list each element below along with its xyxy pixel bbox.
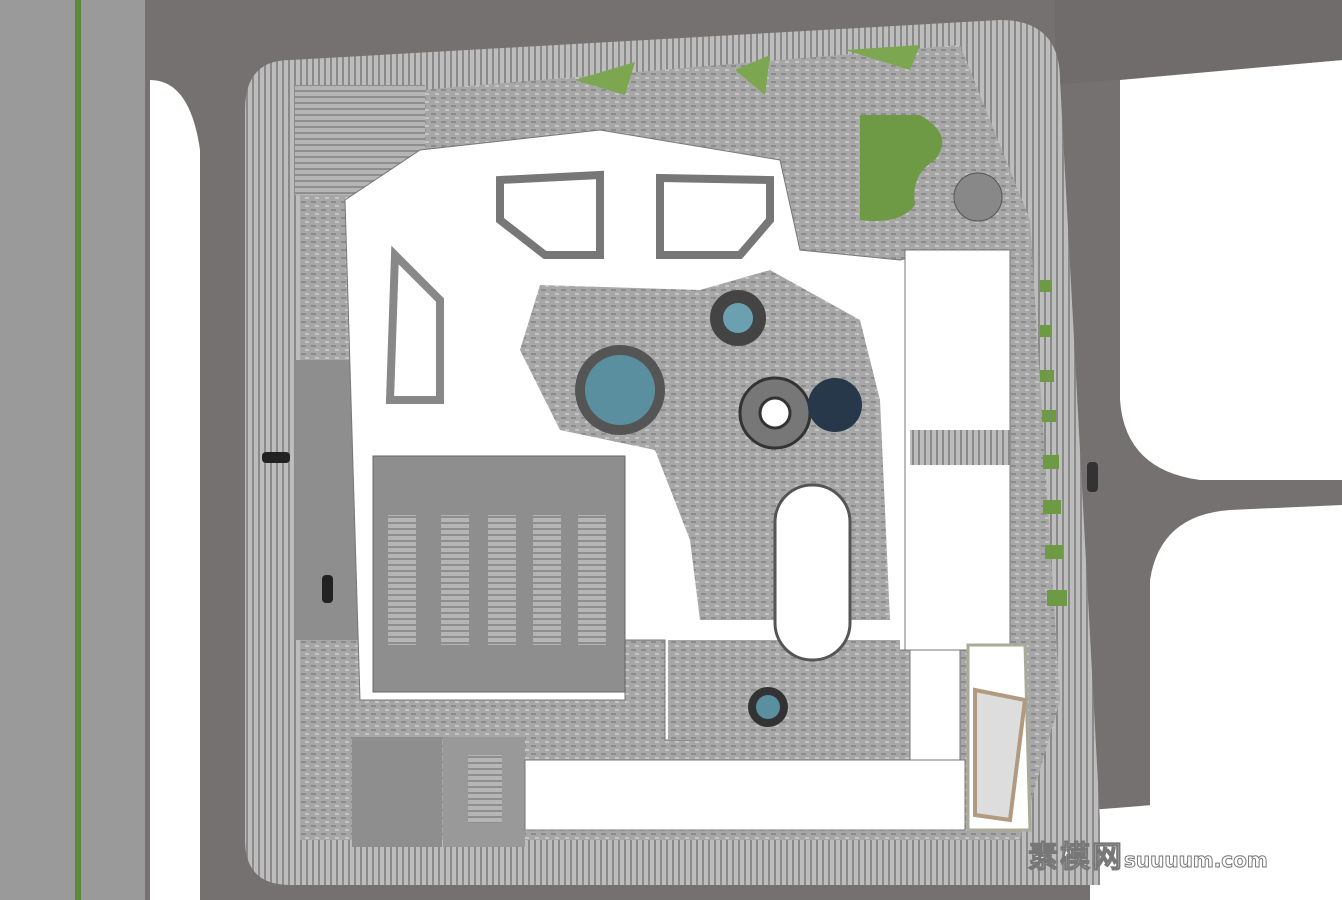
block-bottom — [1090, 790, 1342, 900]
car — [1087, 462, 1098, 492]
roof-south-west — [352, 737, 442, 847]
roof-north — [496, 170, 604, 259]
lawn — [860, 115, 943, 221]
tower-roof — [973, 687, 1028, 823]
skylights — [388, 515, 606, 645]
median-strip — [75, 0, 81, 900]
watermark: 素模网suuuum.com — [1028, 832, 1269, 876]
oval-pavilion — [773, 483, 852, 662]
fountain-south-pool — [756, 695, 780, 719]
car — [262, 452, 290, 463]
fountain-north-pool — [723, 303, 753, 333]
car — [322, 575, 333, 603]
round-feature-inner — [758, 396, 792, 430]
water-feature-east — [808, 378, 862, 432]
planters-north — [575, 45, 920, 95]
block-top — [1055, 0, 1342, 85]
south-wing — [524, 759, 966, 831]
paving-medallion — [953, 172, 1003, 222]
sidewalk-left — [150, 80, 200, 900]
lower-plaza — [668, 640, 900, 740]
roof-west — [385, 245, 444, 404]
fountain-pool — [585, 355, 655, 425]
watermark-brand-en: suuuum.com — [1124, 848, 1269, 873]
south-skylight — [468, 755, 502, 823]
tree-planters — [1040, 280, 1067, 606]
block-top-right — [1120, 60, 1342, 480]
east-bridge — [910, 430, 1010, 465]
watermark-brand-cn: 素模网 — [1028, 840, 1124, 876]
south-steps — [360, 848, 740, 883]
roof-north-east — [656, 173, 774, 259]
